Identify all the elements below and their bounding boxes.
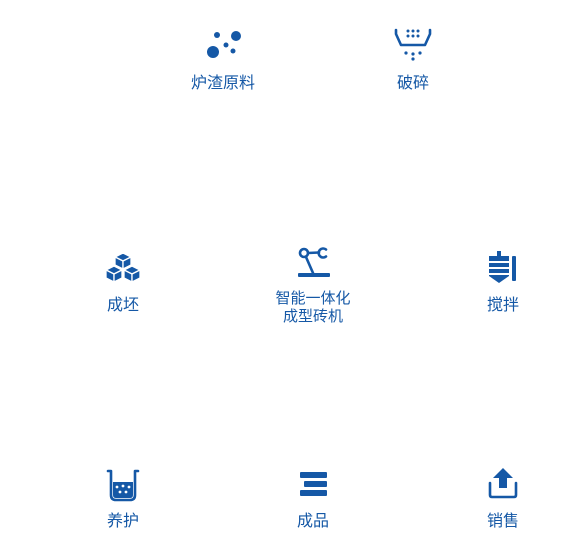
step-finished-product: 成品 <box>253 465 373 531</box>
robot-arm-icon <box>293 244 333 284</box>
step-curing: 养护 <box>63 465 183 531</box>
step-label: 炉渣原料 <box>190 73 255 92</box>
step-label: 成坯 <box>106 295 139 314</box>
stacked-bars-icon <box>293 465 333 505</box>
crusher-icon <box>393 26 433 66</box>
curing-tank-icon <box>103 465 143 505</box>
step-label: 智能一体化 成型砖机 <box>275 289 351 325</box>
step-slag-raw-material: 炉渣原料 <box>163 26 283 93</box>
mixer-icon <box>483 248 523 288</box>
upload-box-icon <box>483 465 523 505</box>
step-crushing: 破碎 <box>353 26 473 93</box>
step-sales: 销售 <box>443 465 563 531</box>
step-label: 销售 <box>486 511 519 530</box>
step-label: 搅拌 <box>486 295 519 314</box>
step-forming-blank: 成坯 <box>63 248 183 315</box>
step-label: 破碎 <box>396 73 429 92</box>
step-label: 成品 <box>296 511 329 530</box>
step-brick-machine: 智能一体化 成型砖机 <box>253 244 373 325</box>
step-mixing: 搅拌 <box>443 248 563 315</box>
step-label: 养护 <box>106 511 139 530</box>
cubes-icon <box>103 248 143 288</box>
particles-icon <box>203 26 243 66</box>
